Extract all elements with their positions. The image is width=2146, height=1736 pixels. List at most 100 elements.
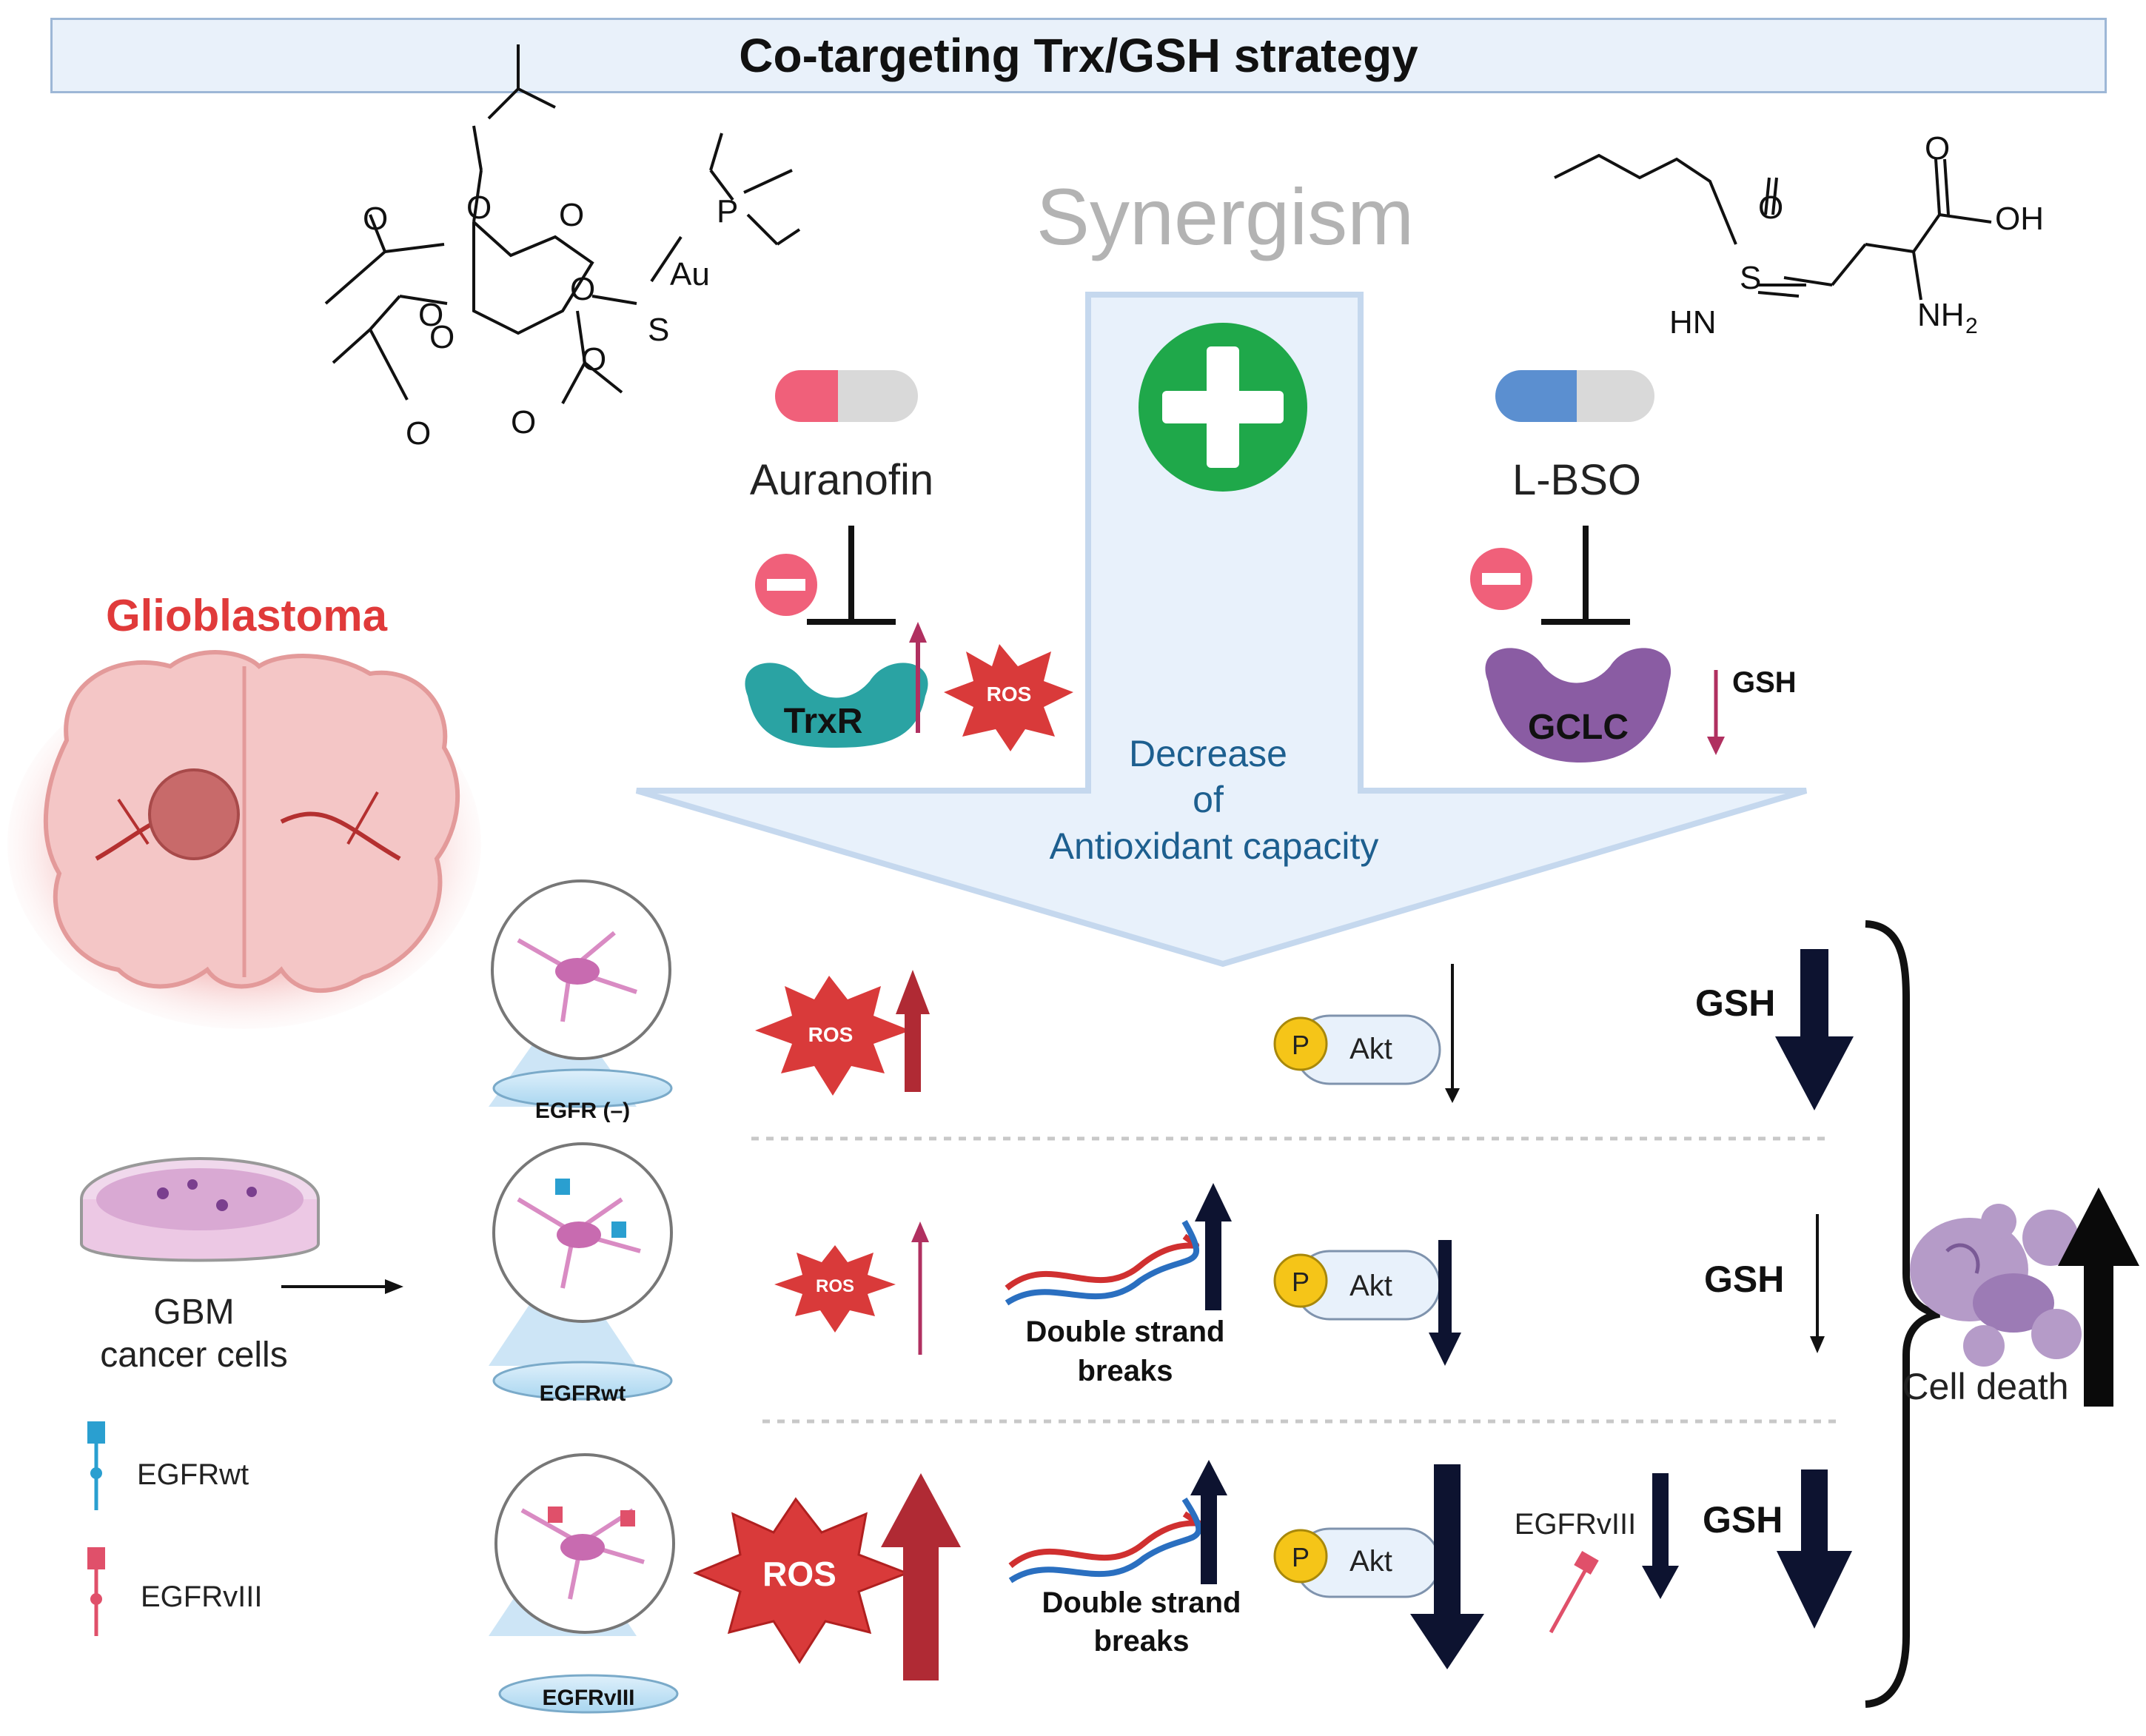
gsh-small-label: GSH <box>1732 666 1797 699</box>
row3-ros: ROS <box>693 1497 911 1664</box>
svg-text:O: O <box>429 319 455 355</box>
row2-dsb-1: Double strand <box>1026 1316 1225 1348</box>
row1-gsh: GSH <box>1695 982 1775 1024</box>
bso-atoms: O S HN O OH NH 2 <box>1669 130 2044 341</box>
row2-gsh-down <box>1810 1214 1825 1353</box>
svg-text:HN: HN <box>1669 304 1717 341</box>
row2-ros-up-arrow <box>911 1221 929 1355</box>
title-bar: Co-targeting Trx/GSH strategy <box>50 18 2107 93</box>
svg-text:P: P <box>1292 1030 1310 1060</box>
row3-egfrviii-label: EGFRvIII <box>1515 1508 1636 1541</box>
cell-death-label: Cell death <box>1902 1366 2068 1407</box>
bso-structure <box>1554 153 1992 301</box>
svg-text:S: S <box>648 312 669 348</box>
bso-label: L-BSO <box>1512 456 1641 504</box>
row3-gsh: GSH <box>1703 1499 1783 1541</box>
row1-gsh-down <box>1775 949 1854 1110</box>
svg-text:O: O <box>363 201 388 237</box>
row3-dna <box>1008 1497 1202 1583</box>
row3-ros-up-arrow <box>881 1473 961 1680</box>
row1-akt: P Akt <box>1273 1014 1441 1085</box>
row2-cell: EGFRwt <box>489 1142 673 1406</box>
arrow-text-1: Decrease <box>1129 733 1287 774</box>
svg-text:NH: NH <box>1917 297 1965 333</box>
row1-ros: ROS <box>755 976 911 1096</box>
gbm-label-1: GBM <box>153 1293 234 1332</box>
svg-text:EGFRvIII: EGFRvIII <box>542 1686 634 1710</box>
auranofin-atoms: O O O O O O O O O S Au P <box>363 190 738 452</box>
svg-text:O: O <box>581 341 606 378</box>
arrow-text-3: Antioxidant capacity <box>1050 825 1379 867</box>
gbm-label-2: cancer cells <box>100 1335 287 1375</box>
egfrwt-receptor-icon <box>87 1421 105 1510</box>
row3-gsh-down <box>1777 1469 1852 1629</box>
svg-text:EGFR (–): EGFR (–) <box>535 1099 630 1123</box>
svg-text:O: O <box>1758 190 1783 226</box>
row2-gsh: GSH <box>1704 1259 1784 1300</box>
svg-text:O: O <box>466 190 492 226</box>
svg-text:O: O <box>418 297 443 333</box>
row2-akt-down <box>1429 1240 1461 1366</box>
svg-text:Au: Au <box>670 256 710 292</box>
plus-icon <box>1139 323 1307 492</box>
auranofin-structure <box>324 44 801 404</box>
apoptotic-cell-icon <box>1910 1204 2082 1367</box>
row3-dsb-up <box>1190 1460 1227 1584</box>
row2-dsb-2: breaks <box>1078 1355 1173 1387</box>
brain-illustration <box>43 650 460 993</box>
auranofin-label: Auranofin <box>750 456 933 504</box>
row2-akt: P Akt <box>1273 1250 1441 1321</box>
svg-text:S: S <box>1740 260 1761 296</box>
trxr-label: TrxR <box>784 702 863 741</box>
row3-dsb-1: Double strand <box>1042 1586 1241 1619</box>
legend-egfrviii: EGFRvIII <box>141 1581 262 1613</box>
svg-text:O: O <box>1925 130 1950 167</box>
svg-text:Akt: Akt <box>1349 1270 1392 1302</box>
arrow-text-2: of <box>1193 779 1224 820</box>
row3-egfrviii-icon <box>1549 1550 1599 1634</box>
svg-text:2: 2 <box>1965 314 1978 338</box>
trxr-enzyme: TrxR <box>745 663 928 748</box>
row3-egfrviii-down <box>1642 1473 1679 1599</box>
gclc-label: GCLC <box>1528 708 1629 747</box>
row3-akt: P Akt <box>1273 1527 1441 1598</box>
svg-text:O: O <box>406 415 431 452</box>
row2-ros: ROS <box>774 1245 896 1333</box>
svg-text:ROS: ROS <box>762 1555 836 1593</box>
row3-akt-down <box>1410 1464 1484 1669</box>
page-title: Co-targeting Trx/GSH strategy <box>739 29 1418 82</box>
svg-text:Akt: Akt <box>1349 1033 1392 1065</box>
row1-cell: EGFR (–) <box>489 879 673 1123</box>
svg-text:P: P <box>1292 1542 1310 1572</box>
brace <box>1865 920 1941 1708</box>
synergism-label: Synergism <box>1036 172 1414 261</box>
gbm-arrow <box>281 1279 403 1294</box>
row1-akt-down <box>1445 964 1460 1103</box>
glioblastoma-label: Glioblastoma <box>106 591 388 640</box>
bso-capsule <box>1495 370 1654 422</box>
svg-text:ROS: ROS <box>987 683 1032 706</box>
inhibit-right <box>1470 526 1630 625</box>
inhibit-left <box>755 526 896 625</box>
gbm-dish <box>80 1157 320 1262</box>
svg-text:P: P <box>717 193 738 229</box>
egfrviii-receptor-icon <box>87 1547 105 1636</box>
ros-up-small <box>909 622 927 733</box>
synergy-arrow <box>635 292 1808 968</box>
svg-text:EGFRwt: EGFRwt <box>540 1381 626 1406</box>
svg-text:O: O <box>511 404 536 440</box>
svg-text:OH: OH <box>1995 201 2044 237</box>
gclc-enzyme: GCLC <box>1485 648 1671 763</box>
row2-dsb-up <box>1195 1183 1232 1310</box>
legend-egfrwt: EGFRwt <box>137 1458 249 1491</box>
row3-cell: EGFRvIII <box>489 1453 679 1714</box>
gsh-down-small <box>1707 670 1725 755</box>
svg-text:Akt: Akt <box>1349 1545 1392 1578</box>
svg-text:ROS: ROS <box>808 1023 854 1046</box>
svg-text:O: O <box>570 271 595 307</box>
cell-death-up-arrow <box>2058 1187 2139 1407</box>
ros-burst-top: ROS <box>944 644 1073 751</box>
svg-text:ROS: ROS <box>816 1276 854 1296</box>
row3-dsb-2: breaks <box>1094 1625 1190 1658</box>
